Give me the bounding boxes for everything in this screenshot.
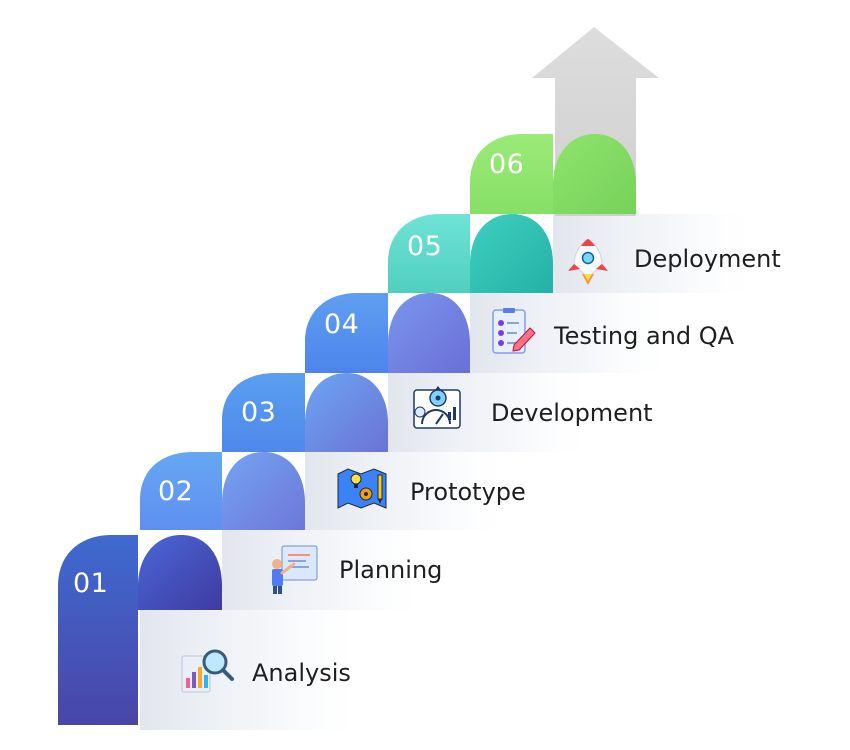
step-03-label: Prototype [410,478,526,506]
step-04 [305,293,470,373]
step-06-cap [553,134,636,214]
step-06 [470,134,636,214]
step-05 [388,214,553,293]
step-02-number: 02 [158,476,193,507]
step-04-cap [388,293,470,373]
step-03-cap [305,373,388,452]
step-01-block [58,535,138,725]
prototype-blueprint-icon [337,468,387,509]
step-06-label: Deployment [634,245,781,273]
step-04-label: Development [491,399,653,427]
step-06-block [470,134,553,214]
step-03-block [222,373,305,452]
step-05-label: Testing and QA [553,322,735,350]
analysis-magnifier-icon [181,649,234,693]
step-02 [140,452,305,530]
step-05-block [388,214,470,293]
step-03 [222,373,388,452]
step-03-number: 03 [241,397,276,428]
step-02-label: Planning [339,556,442,584]
step-01 [58,535,222,725]
step-05-cap [470,214,553,293]
shelf-shadow-01 [140,610,370,730]
deployment-rocket-icon [568,238,608,285]
step-02-block [140,452,222,530]
step-04-block [305,293,388,373]
step-04-number: 04 [324,309,359,340]
step-01-number: 01 [73,568,108,599]
step-05-number: 05 [407,231,442,262]
testing-checklist-icon [492,308,536,354]
planning-board-icon [272,545,318,594]
step-02-cap [222,452,305,530]
step-06-number: 06 [489,149,524,180]
step-01-cap [138,535,222,610]
shelf-shadow-02 [222,530,432,610]
step-01-label: Analysis [252,659,351,687]
development-gear-icon [413,386,461,429]
